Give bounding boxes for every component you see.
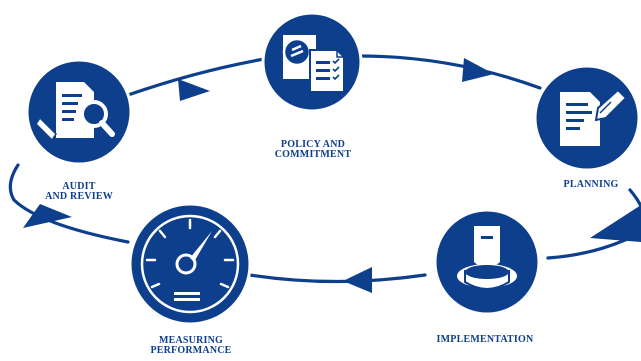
speedometer-gauge-icon <box>140 214 240 314</box>
label-measuring-performance: MEASURING PERFORMANCE <box>136 336 246 356</box>
label-planning-line-1: PLANNING <box>563 179 619 190</box>
stage-audit-and-review <box>25 58 133 166</box>
label-audit-and-review: AUDIT AND REVIEW <box>34 182 124 202</box>
policy-documents-seal-icon <box>282 35 345 93</box>
stage-circle-measuring <box>128 202 252 326</box>
document-magnifier-icon <box>35 82 115 142</box>
stage-implementation <box>433 208 541 316</box>
stage-policy-and-commitment <box>261 11 363 113</box>
arrow-measuring-to-audit <box>23 204 72 228</box>
label-implementation: IMPLEMENTATION <box>420 335 550 345</box>
arrow-planning-to-implementation <box>590 205 641 242</box>
label-measuring-line-1: MEASURING <box>158 335 224 346</box>
label-policy-and-commitment: POLICY AND COMMITMENT <box>272 140 354 160</box>
document-pen-icon <box>560 88 628 146</box>
arrow-implementation-to-measuring <box>343 267 372 293</box>
hard-hat-worker-icon <box>457 226 517 290</box>
stage-measuring-performance <box>128 202 252 326</box>
label-audit-line-1: AUDIT <box>62 181 96 192</box>
arrow-policy-to-planning <box>462 58 494 82</box>
label-policy-line-2: COMMITMENT <box>274 149 352 160</box>
flow-arrows <box>23 58 641 293</box>
label-audit-line-2: AND REVIEW <box>45 191 113 202</box>
label-implementation-line-1: IMPLEMENTATION <box>436 334 534 345</box>
label-measuring-line-2: PERFORMANCE <box>150 345 232 356</box>
arrow-audit-to-policy <box>178 79 210 101</box>
label-planning: PLANNING <box>548 180 634 190</box>
label-policy-line-1: POLICY AND <box>280 139 346 150</box>
stage-planning <box>533 64 641 172</box>
